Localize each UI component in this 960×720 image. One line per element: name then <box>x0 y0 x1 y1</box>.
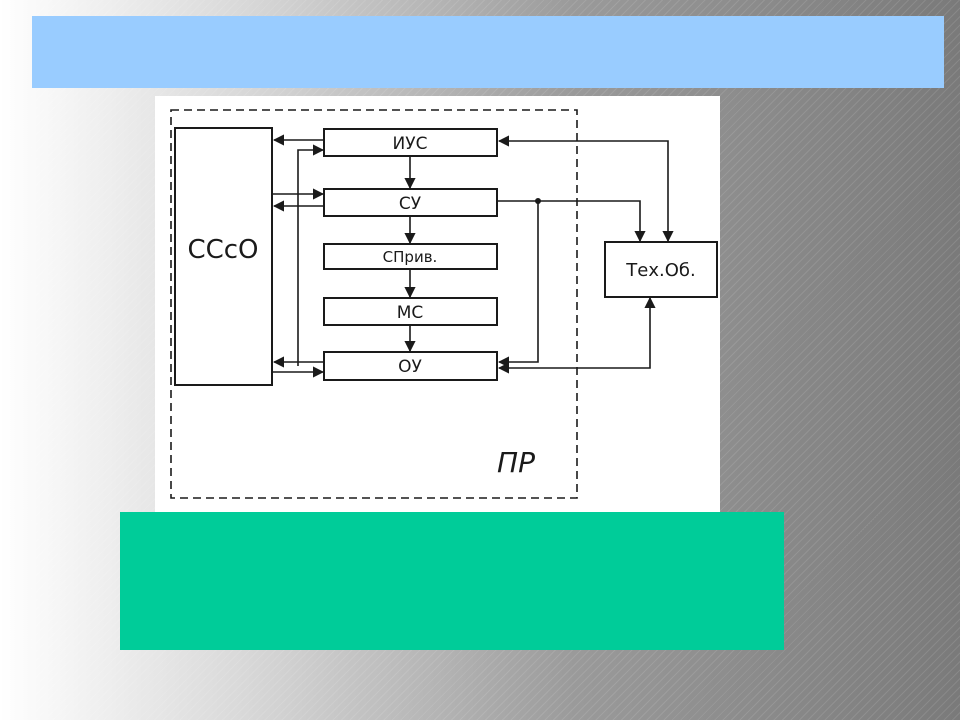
diagram-panel: ССсО ИУС СУ СПрив. МС ОУ Тех.Об. ПР <box>155 96 720 512</box>
caption-box <box>120 512 784 650</box>
title-bar <box>32 16 944 88</box>
block-ou <box>323 351 498 381</box>
label-su: СУ <box>399 194 422 214</box>
label-boundary-pr: ПР <box>497 446 535 479</box>
label-spriv: СПрив. <box>383 248 438 266</box>
junction-dot <box>535 198 541 204</box>
block-ms <box>323 297 498 326</box>
label-ms: МС <box>397 303 424 323</box>
block-ius <box>323 128 498 157</box>
label-tekhob: Тех.Об. <box>625 260 695 281</box>
block-ssso <box>174 127 273 386</box>
label-ou: ОУ <box>398 357 422 377</box>
block-tekhob <box>604 241 718 298</box>
ssso-links <box>272 134 325 378</box>
block-diagram: ССсО ИУС СУ СПрив. МС ОУ Тех.Об. ПР <box>170 109 718 499</box>
tekhob-links <box>497 135 674 374</box>
label-ius: ИУС <box>393 134 428 154</box>
label-ssso: ССсО <box>187 235 258 265</box>
